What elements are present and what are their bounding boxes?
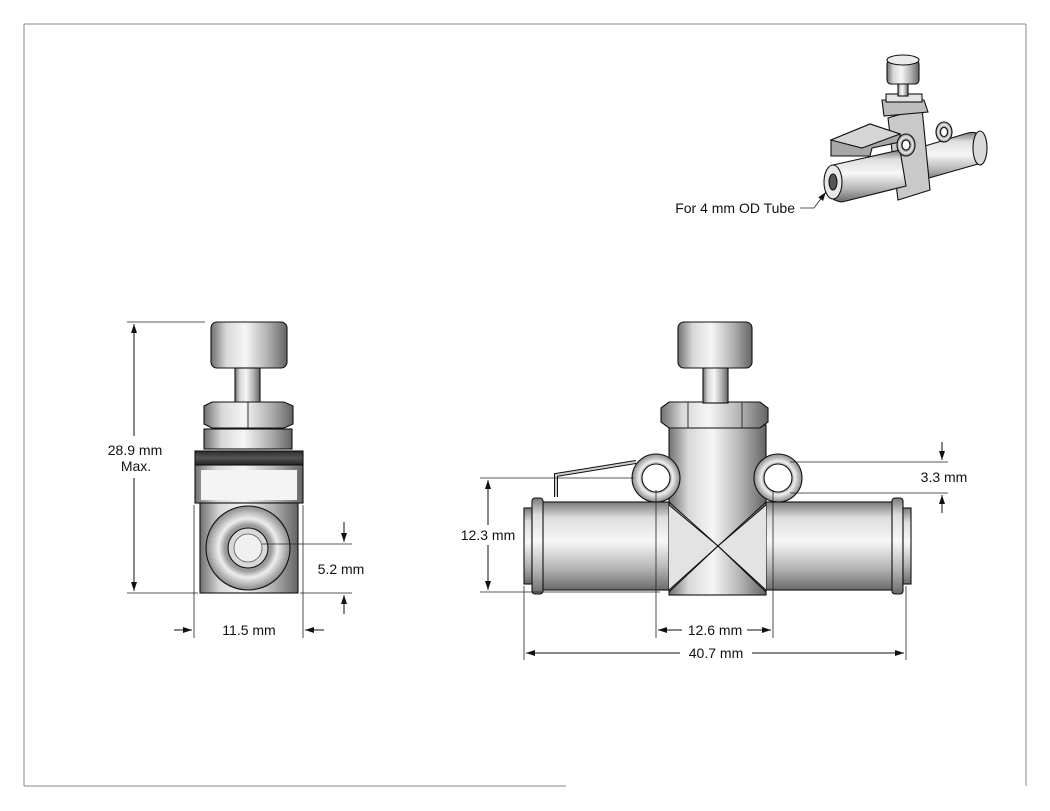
sheet-border (23, 23, 1027, 787)
side-view-dimensions: 28.9 mm Max. 5.2 mm 11.5 mm (108, 321, 365, 638)
center-width-dimension: 12.6 mm (688, 622, 742, 638)
port-offset-dimension: 3.3 mm (921, 469, 968, 485)
port-dimension: 5.2 mm (318, 561, 365, 577)
tube-callout-text: For 4 mm OD Tube (675, 200, 795, 216)
height-dimension: 28.9 mm (108, 442, 162, 458)
front-view-dimensions: 12.3 mm 3.3 mm 12.6 mm 40.7 mm (461, 442, 968, 661)
tube-callout: For 4 mm OD Tube (675, 191, 827, 216)
side-view (194, 321, 304, 594)
isometric-view (823, 54, 988, 203)
overall-length-dimension: 40.7 mm (689, 645, 743, 661)
height-qualifier: Max. (121, 458, 151, 474)
front-view (523, 321, 912, 596)
width-dimension: 11.5 mm (222, 622, 275, 638)
body-height-dimension: 12.3 mm (461, 527, 515, 543)
